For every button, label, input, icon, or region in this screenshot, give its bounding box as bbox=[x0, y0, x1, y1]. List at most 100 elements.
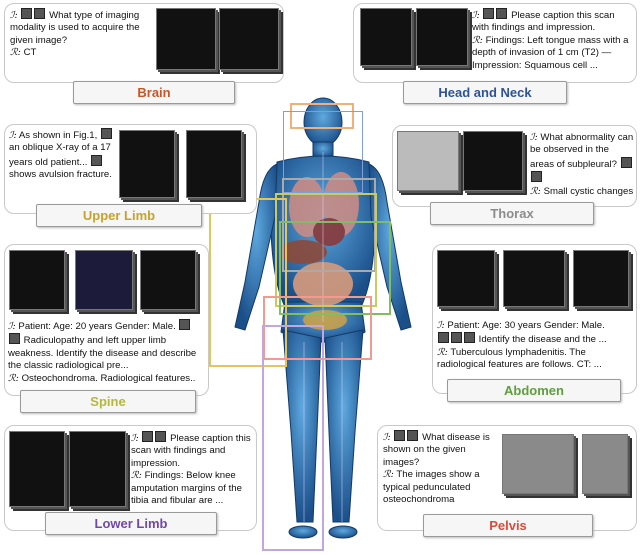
brain-q-tag: ℐ: bbox=[10, 10, 18, 21]
pelvis-a-tag: ℛ: bbox=[383, 469, 394, 481]
thorax-q-tag: ℐ: bbox=[530, 132, 538, 143]
abdomen-ultrasound bbox=[503, 250, 565, 307]
abdomen-answer: Tuberculous lymphadenitis. The radiologi… bbox=[437, 346, 602, 371]
region-box-pelvis bbox=[263, 296, 372, 360]
spine-question-2: Radiculopathy and left upper limb weakne… bbox=[8, 335, 197, 372]
pelvis-q-tag: ℐ: bbox=[383, 432, 391, 443]
brain-ct-scan-1 bbox=[156, 8, 216, 70]
abdomen-thumbnail-icon bbox=[464, 332, 475, 344]
pelvis-answer: The images show a typical pedunculated o… bbox=[383, 469, 480, 506]
lower-limb-label-text: Lower Limb bbox=[94, 516, 168, 531]
brain-ct-scan-2 bbox=[219, 8, 279, 70]
abdomen-question-2: Identify the disease and the ... bbox=[478, 334, 607, 346]
upper-limb-thumbnail-icon bbox=[100, 128, 112, 139]
brain-thumbnail-icon bbox=[21, 8, 33, 19]
upper-limb-xray-1 bbox=[119, 130, 175, 198]
lower-limb-answer: Findings: Below knee amputation margins … bbox=[131, 470, 242, 507]
upper-limb-xray-2 bbox=[186, 130, 242, 198]
lower-limb-thumbnail-icon bbox=[155, 431, 167, 442]
head-neck-a-tag: ℛ: bbox=[472, 34, 483, 46]
thorax-xray bbox=[397, 131, 459, 191]
pelvis-question: What disease is shown on the given image… bbox=[383, 432, 490, 468]
pelvis-text: ℐ: What disease is shown on the given im… bbox=[383, 430, 493, 506]
region-box-brain bbox=[290, 103, 354, 129]
lower-limb-thumbnail-icon bbox=[142, 431, 154, 442]
spine-pet-ct bbox=[75, 250, 133, 310]
pelvis-xray-1 bbox=[502, 434, 574, 494]
lower-limb-xray-2 bbox=[69, 431, 126, 507]
pelvis-thumbnail-icon bbox=[394, 430, 406, 441]
region-box-head-neck bbox=[283, 111, 363, 193]
abdomen-ct bbox=[437, 250, 495, 307]
head-neck-label: Head and Neck bbox=[403, 81, 567, 104]
brain-question: What type of imaging modality is used to… bbox=[10, 10, 140, 46]
abdomen-label-text: Abdomen bbox=[504, 383, 564, 398]
thorax-text: ℐ: What abnormality can be observed in t… bbox=[530, 132, 634, 198]
upper-limb-question-2: an oblique X-ray of a 17 years old patie… bbox=[9, 142, 111, 168]
abdomen-question-1: Patient: Age: 30 years Gender: Male. bbox=[447, 320, 605, 331]
thorax-a-tag: ℛ: bbox=[530, 185, 541, 197]
spine-a-tag: ℛ: bbox=[8, 372, 19, 384]
head-neck-mri-1 bbox=[360, 8, 412, 66]
spine-thumbnail-icon bbox=[9, 333, 20, 345]
head-neck-q-tag: ℐ: bbox=[472, 10, 480, 21]
upper-limb-text: ℐ: As shown in Fig.1, an oblique X-ray o… bbox=[9, 128, 115, 182]
pelvis-label: Pelvis bbox=[423, 514, 593, 537]
brain-text: ℐ: What type of imaging modality is used… bbox=[10, 8, 150, 60]
abdomen-ct-coronal bbox=[573, 250, 629, 307]
head-neck-answer: Findings: Left tongue mass with a depth … bbox=[472, 34, 629, 71]
head-neck-question: Please caption this scan with findings a… bbox=[472, 10, 615, 34]
thorax-label: Thorax bbox=[430, 202, 594, 225]
abdomen-label: Abdomen bbox=[447, 379, 621, 402]
abdomen-a-tag: ℛ: bbox=[437, 346, 448, 358]
abdomen-text: ℐ: Patient: Age: 30 years Gender: Male. … bbox=[437, 320, 633, 372]
lower-limb-q-tag: ℐ: bbox=[131, 433, 139, 444]
head-neck-label-text: Head and Neck bbox=[438, 85, 532, 100]
region-box-spine bbox=[275, 193, 377, 307]
lower-limb-a-tag: ℛ: bbox=[131, 470, 142, 482]
pelvis-label-text: Pelvis bbox=[489, 518, 527, 533]
human-body-illustration bbox=[234, 97, 412, 539]
pelvis-xray-2 bbox=[582, 434, 628, 494]
abdomen-q-tag: ℐ: bbox=[437, 320, 445, 331]
head-neck-text: ℐ: Please caption this scan with finding… bbox=[472, 8, 632, 72]
thorax-question: What abnormality can be observed in the … bbox=[530, 132, 634, 170]
head-neck-thumbnail-icon bbox=[483, 8, 495, 19]
region-box-lower-limb bbox=[262, 325, 324, 551]
region-box-abdomen bbox=[279, 221, 391, 315]
upper-limb-label: Upper Limb bbox=[36, 204, 202, 227]
upper-limb-thumbnail-icon bbox=[91, 154, 103, 166]
spine-ct bbox=[140, 250, 196, 310]
spine-label: Spine bbox=[20, 390, 196, 413]
brain-a-tag: ℛ: bbox=[10, 47, 21, 59]
lower-limb-question: Please caption this scan with findings a… bbox=[131, 433, 251, 469]
pelvis-thumbnail-icon bbox=[407, 430, 419, 441]
brain-label-text: Brain bbox=[137, 85, 171, 100]
upper-limb-label-text: Upper Limb bbox=[82, 208, 156, 223]
brain-answer: CT bbox=[23, 47, 37, 59]
lower-limb-text: ℐ: Please caption this scan with finding… bbox=[131, 431, 253, 507]
spine-text: ℐ: Patient: Age: 20 years Gender: Male. … bbox=[8, 319, 204, 385]
thorax-thumbnail-icon bbox=[531, 171, 542, 183]
spine-q-tag: ℐ: bbox=[8, 321, 16, 332]
brain-label: Brain bbox=[73, 81, 235, 104]
spine-thumbnail-icon bbox=[179, 319, 191, 330]
thorax-answer: Small cystic changes bbox=[543, 185, 634, 197]
head-neck-mri-2 bbox=[416, 8, 468, 66]
spine-question-1: Patient: Age: 20 years Gender: Male. bbox=[18, 321, 176, 332]
lower-limb-xray-1 bbox=[9, 431, 65, 507]
upper-limb-question-3: shows avulsion fracture. bbox=[9, 169, 112, 181]
spine-label-text: Spine bbox=[90, 394, 126, 409]
lower-limb-label: Lower Limb bbox=[45, 512, 217, 535]
abdomen-thumbnail-icon bbox=[451, 332, 462, 344]
thorax-thumbnail-icon bbox=[620, 156, 632, 168]
upper-limb-question-1: As shown in Fig.1, bbox=[18, 130, 98, 141]
brain-thumbnail-icon bbox=[34, 8, 46, 19]
thorax-ct bbox=[463, 131, 523, 191]
spine-answer: Osteochondroma. Radiological features.. bbox=[21, 372, 196, 384]
thorax-label-text: Thorax bbox=[490, 206, 534, 221]
spine-mri bbox=[9, 250, 65, 310]
head-neck-thumbnail-icon bbox=[496, 8, 508, 19]
upper-limb-q-tag: ℐ: bbox=[9, 130, 17, 141]
abdomen-thumbnail-icon bbox=[438, 332, 449, 344]
